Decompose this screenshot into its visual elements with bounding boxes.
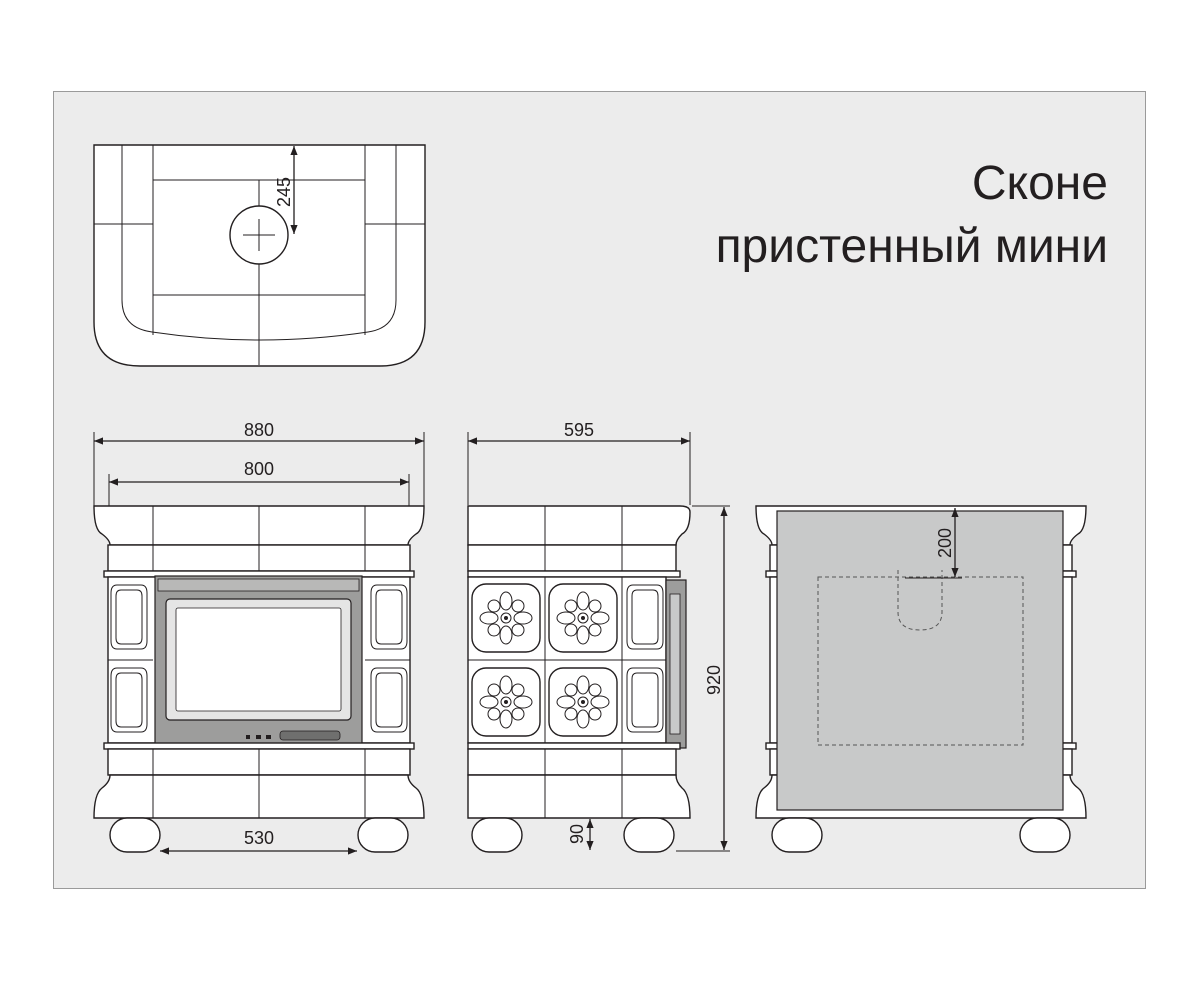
product-title: Сконе xyxy=(971,157,1108,210)
dim-530: 530 xyxy=(244,828,274,848)
dim-245: 245 xyxy=(274,177,294,207)
dim-920: 920 xyxy=(704,665,724,695)
firebox-door xyxy=(154,575,363,745)
back-panel xyxy=(776,510,1064,811)
front-view: 880 800 xyxy=(93,420,425,855)
dim-595: 595 xyxy=(564,420,594,440)
product-subtitle: пристенный мини xyxy=(715,220,1108,273)
dim-800: 800 xyxy=(244,459,274,479)
side-view: 595 920 xyxy=(467,420,730,853)
top-view: 245 xyxy=(93,144,426,367)
dim-90: 90 xyxy=(567,824,587,844)
dim-200: 200 xyxy=(935,528,955,558)
back-view: 200 xyxy=(755,505,1087,853)
dim-880: 880 xyxy=(244,420,274,440)
